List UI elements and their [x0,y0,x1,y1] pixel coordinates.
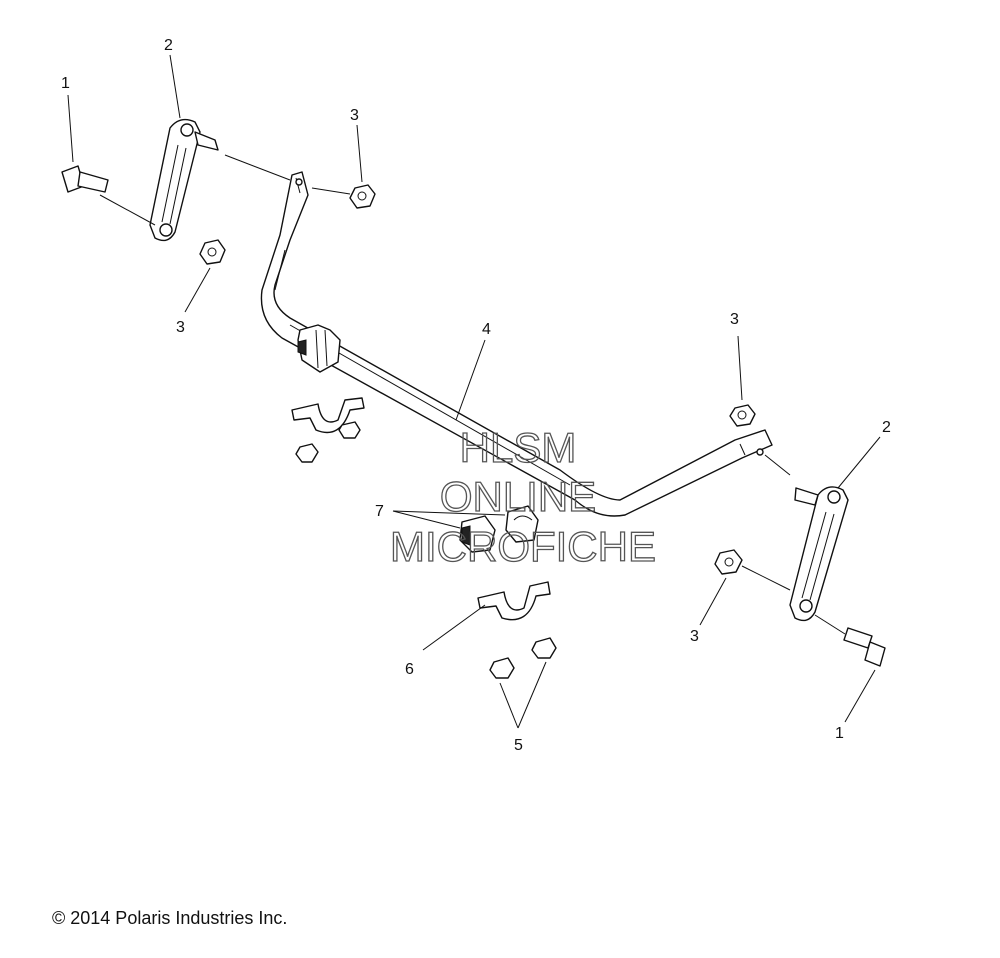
bracket-left [291,397,365,463]
nut-right-lower [714,549,743,575]
callout-3-right-upper: 3 [730,311,739,328]
callout-3-left-upper: 3 [350,107,359,124]
leader-lines [67,54,881,729]
watermark-line-3: MICROFICHE [390,523,656,570]
callout-1-right: 1 [835,725,844,742]
callout-5: 5 [514,737,523,754]
bolt-right [843,627,886,667]
callout-2-right: 2 [882,419,891,436]
end-link-left [149,118,219,242]
bolt-left [61,165,109,193]
callout-2-left: 2 [164,37,173,54]
center-bushings [459,505,539,553]
callout-3-right-lower: 3 [690,628,699,645]
bar-bushing-upper [297,324,341,373]
callout-7: 7 [375,503,384,520]
nut-left-upper [349,184,376,209]
end-link-right [789,486,849,622]
watermark-line-1: HLSM [460,424,577,471]
callout-6: 6 [405,661,414,678]
callout-4: 4 [482,321,491,338]
callout-1-left: 1 [61,75,70,92]
nuts-center [489,637,557,679]
nut-left-lower [199,239,226,265]
copyright-notice: © 2014 Polaris Industries Inc. [52,908,288,928]
nut-right-upper [729,404,756,427]
watermark: HLSM ONLINE MICROFICHE [389,423,656,570]
watermark-line-2: ONLINE [440,473,596,520]
callout-3-left-lower: 3 [176,319,185,336]
bracket-center [477,581,551,621]
